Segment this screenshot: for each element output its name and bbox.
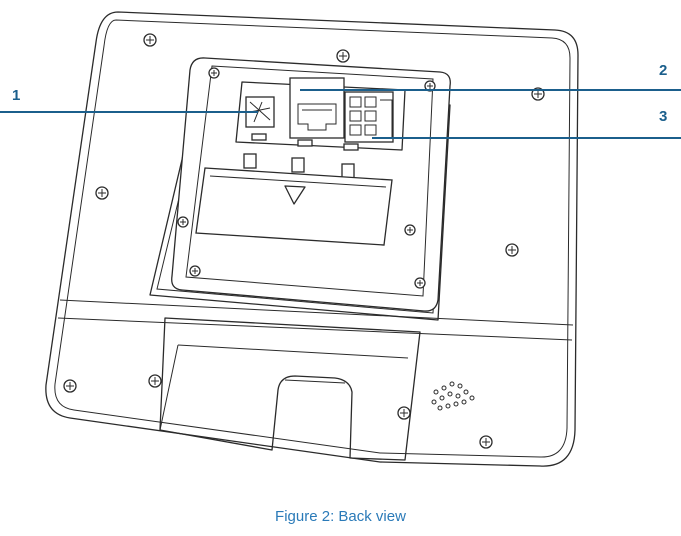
housing-inner-edge <box>54 19 571 458</box>
rj45-port-icon <box>289 77 345 139</box>
callout-label-3: 3 <box>659 108 668 125</box>
housing-shelf-line <box>59 299 574 326</box>
speaker-grille-icon <box>431 381 475 411</box>
screw-icon <box>63 33 545 449</box>
callout-label-2: 2 <box>659 62 668 79</box>
multi-pin-connector-icon <box>344 91 394 143</box>
figure-caption: Figure 2: Back view <box>275 508 406 525</box>
module-screws <box>177 67 436 289</box>
housing-outline <box>45 11 579 467</box>
stand-foot <box>159 317 421 461</box>
callout-label-1: 1 <box>12 87 21 104</box>
access-cover <box>195 167 393 246</box>
indicator-slots <box>243 133 359 179</box>
port-panel <box>235 81 406 151</box>
